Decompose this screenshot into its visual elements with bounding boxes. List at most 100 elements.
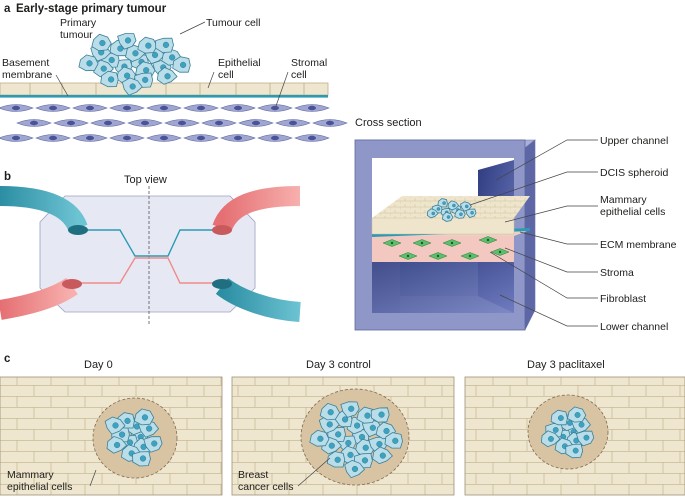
stromal-cell: [257, 134, 293, 142]
fibroblast: [398, 252, 418, 260]
fibroblast-nucleus: [498, 250, 502, 254]
tumour-cell-nucleus: [361, 457, 369, 464]
fibroblast-nucleus: [486, 238, 490, 242]
fibroblast: [412, 239, 432, 247]
tumour-cell-nucleus: [145, 42, 152, 49]
tumour-cell: [565, 443, 584, 459]
label-mammary-2: epithelial cells: [600, 206, 665, 218]
tumour-cell: [372, 446, 393, 465]
label-ecm-membrane: ECM membrane: [600, 239, 677, 251]
tumour-cell-nucleus: [169, 54, 176, 61]
port-2: [62, 279, 82, 289]
tumour-cell-nucleus: [151, 51, 159, 59]
fibroblast-nucleus: [436, 254, 440, 258]
tumour-cell-nucleus: [108, 76, 115, 83]
tumour-cell: [340, 401, 360, 418]
stromal-cell-nucleus: [67, 120, 75, 126]
stromal-cell-nucleus: [160, 105, 168, 111]
stromal-cell: [220, 104, 256, 112]
tumour-cell: [318, 415, 340, 434]
panel-c-letter: c: [4, 353, 11, 365]
day0-title: Day 0: [84, 359, 113, 371]
tumour-cell-nucleus: [151, 440, 158, 447]
stromal-cell: [183, 104, 219, 112]
tumour-cell-nucleus: [459, 212, 463, 217]
tumour-cell-nucleus: [578, 421, 585, 428]
tumour-cell-nucleus: [345, 439, 352, 447]
tumour-cell-nucleus: [118, 431, 126, 438]
label-epithelial-cell-2: cell: [218, 69, 234, 81]
stromal-cell: [35, 104, 71, 112]
tumour-cell-nucleus: [341, 416, 349, 423]
cluster-day3-control: [309, 401, 403, 479]
tumour-cell-nucleus: [378, 411, 385, 418]
dcis-spheroid: [426, 198, 477, 222]
tumour-cell-nucleus: [436, 207, 441, 211]
tumour-cell: [441, 211, 454, 222]
label-c-breast-2: cancer cells: [238, 481, 293, 493]
tumour-cell-nucleus: [364, 412, 371, 419]
label-dcis-spheroid: DCIS spheroid: [600, 167, 668, 179]
leader-dcis-spheroid: [469, 171, 598, 206]
tumour-cell-nucleus: [470, 210, 474, 215]
tumour-cell: [319, 402, 341, 421]
tumour-cell: [117, 33, 137, 50]
tumour-cell-nucleus: [442, 201, 446, 205]
tumour-cell-nucleus: [99, 39, 106, 47]
panel-a: a Early-stage primary tumour Primary tum…: [0, 3, 348, 142]
stromal-cell: [109, 134, 145, 142]
primary-tumour-cluster: [78, 33, 191, 96]
stromal-cell: [183, 134, 219, 142]
stromal-cell: [146, 104, 182, 112]
stromal-cell-nucleus: [30, 120, 38, 126]
tumour-cell: [540, 430, 561, 448]
lower-channel-path: [80, 257, 220, 284]
leader-c-mammary: [89, 469, 97, 487]
label-c-breast-1: Breast: [238, 469, 268, 481]
stromal-cell: [294, 134, 330, 142]
tumour-cell: [132, 451, 151, 467]
tumour-cell-nucleus: [358, 433, 366, 441]
leader-upper-channel: [495, 139, 598, 181]
port-4: [212, 279, 232, 289]
stromal-cell: [164, 119, 200, 127]
stromal-cell-nucleus: [326, 120, 334, 126]
tumour-cell: [121, 77, 143, 96]
fibroblast-nucleus: [420, 241, 424, 245]
stromal-cell: [220, 134, 256, 142]
label-epithelial-cell-1: Epithelial: [218, 57, 261, 69]
label-mammary-1: Mammary: [600, 194, 647, 206]
stromal-cell: [0, 104, 34, 112]
basement-membrane-line: [0, 95, 328, 98]
leader-c-breast: [297, 457, 331, 487]
stromal-cell-nucleus: [252, 120, 260, 126]
tumour-cell: [155, 37, 174, 53]
label-stromal-cell-2: cell: [291, 69, 307, 81]
tumour-cell: [91, 33, 112, 52]
stromal-cell: [127, 119, 163, 127]
tube-pink-left: [0, 277, 78, 320]
stromal-cell: [312, 119, 348, 127]
fibroblast-group: [382, 236, 510, 260]
stromal-cell-nucleus: [215, 120, 223, 126]
tube-teal-left: [0, 186, 88, 233]
day3-paclitaxel-title: Day 3 paclitaxel: [527, 359, 605, 371]
tumour-cell-nucleus: [317, 435, 324, 442]
tumour-cell-nucleus: [139, 455, 147, 462]
stromal-cell: [257, 104, 293, 112]
tumour-cell-nucleus: [142, 76, 149, 83]
fibroblast: [478, 236, 498, 244]
stromal-cell: [109, 104, 145, 112]
label-stroma: Stroma: [600, 267, 634, 279]
stromal-cell-nucleus: [12, 135, 20, 141]
stromal-cell-nucleus: [178, 120, 186, 126]
leader-mammary: [504, 205, 598, 223]
tumour-cell: [567, 406, 587, 423]
port-1: [68, 225, 88, 235]
tumour-cell-nucleus: [572, 447, 579, 454]
tumour-cell-nucleus: [124, 37, 132, 44]
tumour-cell-nucleus: [557, 415, 564, 421]
cluster-day3-paclitaxel: [540, 406, 595, 459]
stromal-cell-nucleus: [271, 105, 279, 111]
stromal-cell: [275, 119, 311, 127]
